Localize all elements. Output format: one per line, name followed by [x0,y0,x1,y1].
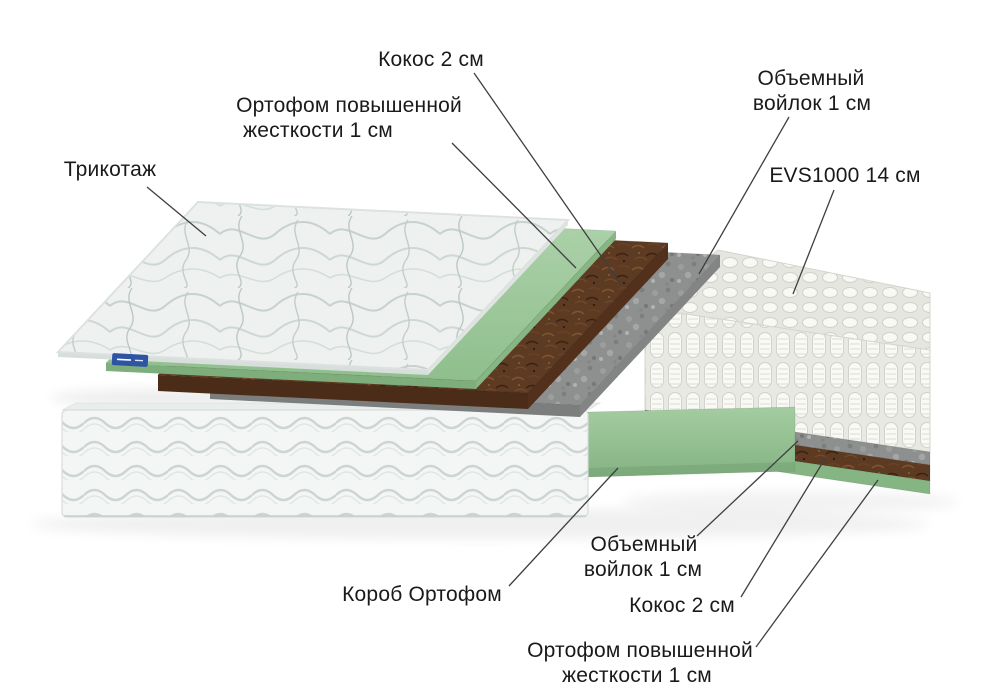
label-trikotazh: Трикотаж [64,158,156,181]
leader-box [508,467,619,587]
label-box: Короб Ортофом [342,583,502,606]
label-evs: EVS1000 14 см [769,164,920,187]
leader-evs [792,189,835,295]
label-felt-bottom-line1: Объемный [591,533,698,556]
label-orthofoam-top-line1: Ортофом повышенной [236,94,462,117]
leader-lines [146,72,879,648]
leader-orthofoam-bottom [755,479,879,648]
label-coconut-bottom: Кокос 2 см [629,594,735,617]
leader-felt-top [698,116,790,275]
leader-orthofoam-top [451,142,577,269]
label-orthofoam-top-line2: жесткости 1 см [243,119,393,142]
leader-trikotazh [146,186,207,237]
knit-cover-layer [55,200,571,375]
label-orthofoam-bottom-line1: Ортофом повышенной [527,639,753,662]
mattress-box [61,402,602,518]
label-coconut-top: Кокос 2 см [378,48,484,71]
label-orthofoam-bottom-line2: жесткости 1 см [562,664,712,687]
label-felt-top-line2: войлок 1 см [753,92,871,115]
leader-coconut-bottom [740,456,827,598]
label-felt-bottom-line2: войлок 1 см [584,558,702,581]
labels: Трикотаж Ортофом повышенной жесткости 1 … [64,48,921,687]
leader-coconut-top [473,72,623,287]
orthofoam-box [587,406,796,478]
brand-tag [111,353,149,367]
leader-felt-bottom [696,440,799,537]
label-felt-top-line1: Объемный [758,67,865,90]
